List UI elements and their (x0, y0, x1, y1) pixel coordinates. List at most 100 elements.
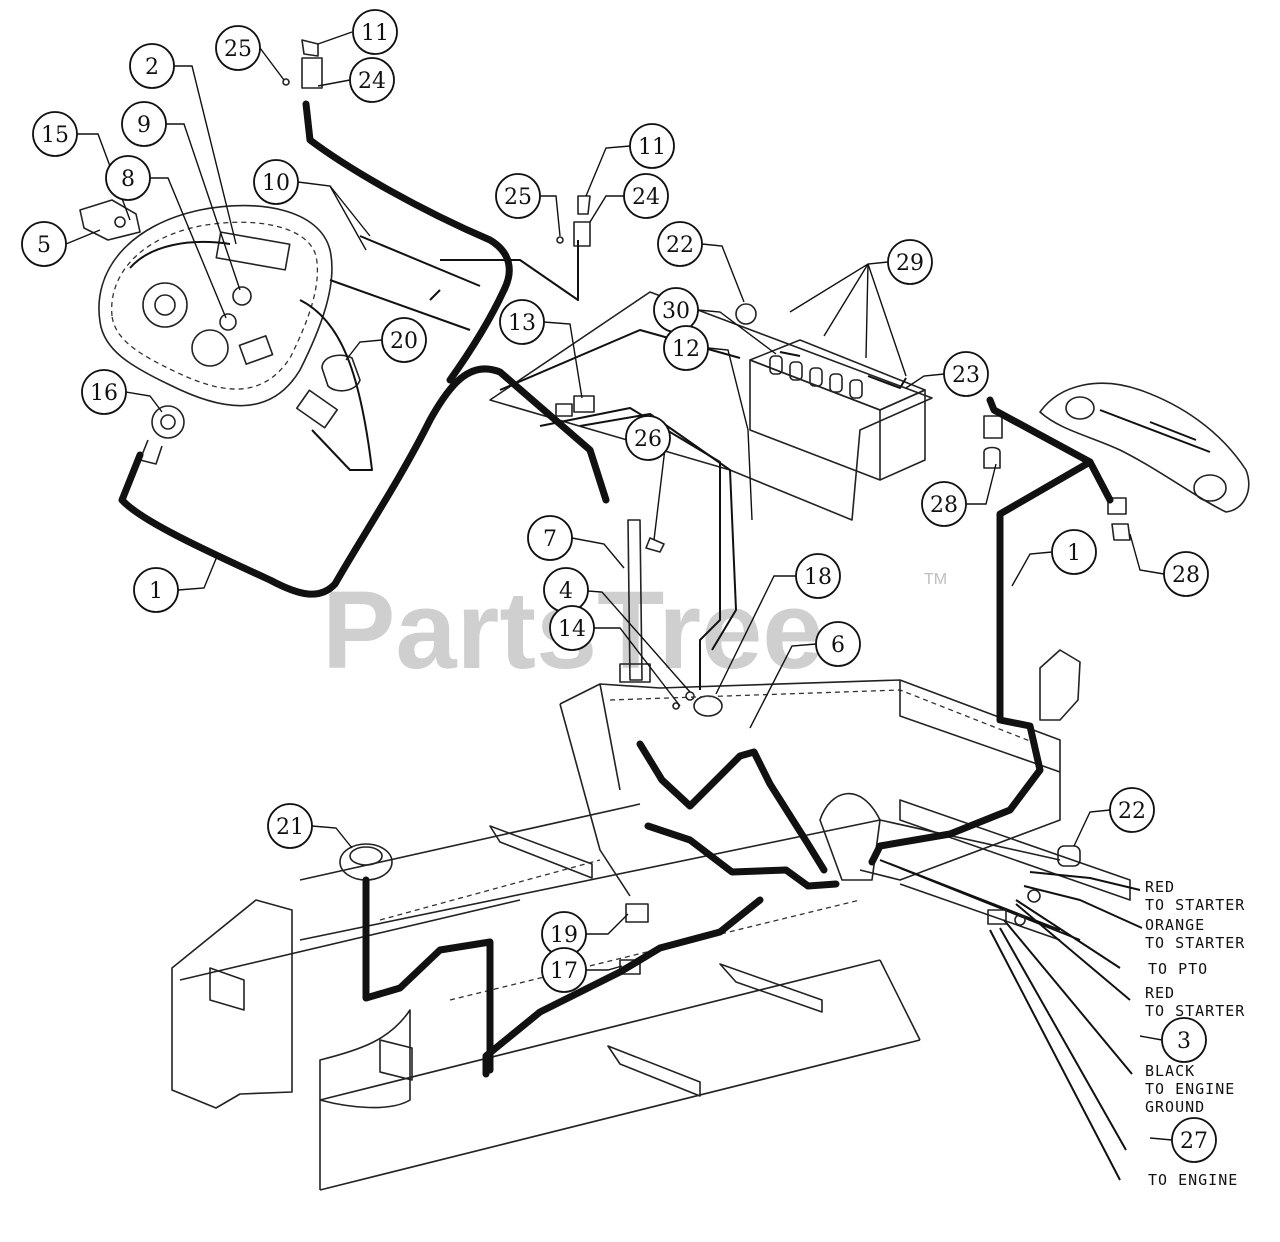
callout-label: 30 (662, 299, 690, 324)
callout-label: 11 (361, 21, 389, 46)
callout-16: 16 (81, 369, 127, 415)
wire-label-red-starter-1: RED TO STARTER (1145, 878, 1245, 914)
callout-28: 28 (1163, 551, 1209, 597)
callout-2: 2 (129, 43, 175, 89)
callout-24: 24 (349, 57, 395, 103)
svg-text:BLACK: BLACK (1145, 1062, 1195, 1080)
frame (171, 649, 1131, 1191)
callout-label: 5 (37, 233, 51, 258)
callout-label: 9 (137, 113, 151, 138)
svg-text:TO STARTER: TO STARTER (1145, 1002, 1245, 1020)
callout-19: 19 (541, 911, 587, 957)
callout-5: 5 (21, 221, 67, 267)
callout-21: 21 (267, 803, 313, 849)
callout-13: 13 (499, 299, 545, 345)
hold-down (619, 519, 665, 683)
svg-text:TO PTO: TO PTO (1148, 960, 1208, 978)
callout-1: 1 (133, 567, 179, 613)
callout-label: 6 (831, 633, 845, 658)
callout-label: 25 (224, 37, 252, 62)
callout-label: 2 (145, 55, 159, 80)
svg-text:RED: RED (1145, 984, 1175, 1002)
callout-label: 24 (358, 69, 386, 94)
svg-text:RED: RED (1145, 878, 1175, 896)
callout-label: 1 (149, 579, 163, 604)
callout-23: 23 (943, 351, 989, 397)
callout-label: 18 (804, 565, 832, 590)
svg-text:GROUND: GROUND (1145, 1098, 1205, 1116)
callout-label: 7 (543, 527, 557, 552)
svg-text:ORANGE: ORANGE (1145, 916, 1205, 934)
seat-switch-part (79, 199, 141, 241)
callout-8: 8 (105, 155, 151, 201)
callout-label: 24 (632, 185, 660, 210)
callout-11: 11 (352, 9, 398, 55)
callout-6: 6 (815, 621, 861, 667)
callout-15: 15 (32, 111, 78, 157)
callout-label: 3 (1177, 1029, 1191, 1054)
buzzer-part (339, 843, 393, 881)
callout-25: 25 (215, 25, 261, 71)
callout-label: 29 (896, 251, 924, 276)
callout-1: 1 (1051, 529, 1097, 575)
callout-label: 8 (121, 167, 135, 192)
callout-28: 28 (921, 481, 967, 527)
callout-24: 24 (623, 173, 669, 219)
callout-7: 7 (527, 515, 573, 561)
callout-label: 28 (930, 493, 958, 518)
callout-17: 17 (541, 947, 587, 993)
top-connector-part (282, 39, 591, 247)
callout-label: 21 (276, 815, 304, 840)
callout-label: 22 (1118, 799, 1146, 824)
callout-label: 17 (550, 959, 578, 984)
callout-11: 11 (629, 123, 675, 169)
watermark-tm: TM (924, 571, 947, 588)
callout-label: 15 (41, 123, 69, 148)
callout-25: 25 (495, 173, 541, 219)
callout-20: 20 (381, 317, 427, 363)
callout-label: 12 (672, 337, 700, 362)
callout-label: 23 (952, 363, 980, 388)
solenoid-part (672, 691, 723, 717)
callout-3: 3 (1161, 1017, 1207, 1063)
wire-label-red-starter-2: RED TO STARTER (1145, 984, 1245, 1020)
callout-label: 26 (634, 427, 662, 452)
wire-label-pto: TO PTO (1148, 960, 1208, 978)
callout-label: 19 (550, 923, 578, 948)
callout-22: 22 (657, 221, 703, 267)
callouts: 11 25 24 2 9 15 8 10 5 11 25 24 22 29 30… (21, 9, 1217, 1163)
callout-label: 25 (504, 185, 532, 210)
callout-label: 22 (666, 233, 694, 258)
callout-29: 29 (887, 239, 933, 285)
svg-text:TO STARTER: TO STARTER (1145, 896, 1245, 914)
relay-part (295, 354, 361, 429)
callout-label: 28 (1172, 563, 1200, 588)
dash-panel (98, 204, 333, 407)
svg-text:TO STARTER: TO STARTER (1145, 934, 1245, 952)
leaders (65, 31, 1173, 1141)
svg-text:TO ENGINE: TO ENGINE (1148, 1171, 1238, 1189)
callout-label: 14 (558, 617, 586, 642)
wire-label-engine: TO ENGINE (1148, 1171, 1238, 1189)
callout-30: 30 (653, 287, 699, 333)
right-plugs (983, 415, 1131, 541)
callout-label: 11 (638, 135, 666, 160)
callout-label: 20 (390, 329, 418, 354)
connector-13 (555, 395, 595, 417)
callout-27: 27 (1171, 1117, 1217, 1163)
callout-label: 27 (1180, 1129, 1208, 1154)
wire-label-black-ground: BLACK TO ENGINE GROUND (1145, 1062, 1235, 1116)
callout-26: 26 (625, 415, 671, 461)
callout-label: 13 (508, 311, 536, 336)
callout-label: 1 (1067, 541, 1081, 566)
svg-text:TO ENGINE: TO ENGINE (1145, 1080, 1235, 1098)
callout-9: 9 (121, 101, 167, 147)
callout-14: 14 (549, 605, 595, 651)
harness-main (118, 100, 1143, 1181)
wire-label-orange-starter: ORANGE TO STARTER (1145, 916, 1245, 952)
callout-label: 16 (90, 381, 118, 406)
callout-12: 12 (663, 325, 709, 371)
key-switch-part (139, 405, 185, 465)
headlight-assembly (1039, 382, 1250, 513)
